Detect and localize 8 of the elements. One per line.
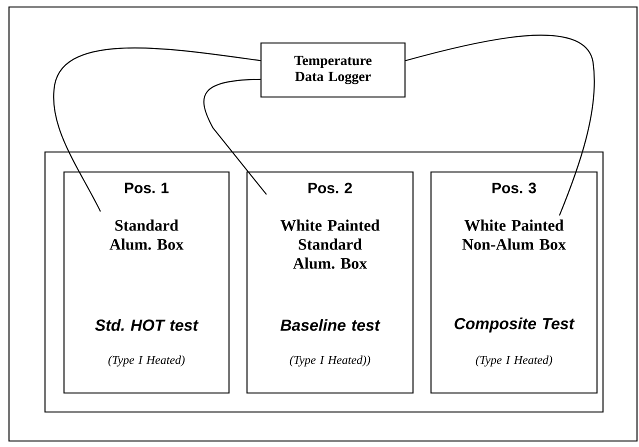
sensor-wire <box>405 34 595 216</box>
sensor-wire <box>53 48 261 212</box>
position-box: Pos. 2 White Painted Standard Alum. Box Baseline test (Type I Heated)) <box>246 171 414 394</box>
position-box: Pos. 3 White Painted Non-Alum Box Composite Test (Type I Heated) <box>430 171 598 394</box>
logger-box: Temperature Data Logger <box>260 42 406 98</box>
sensor-wire <box>203 78 267 195</box>
enclosure-box <box>44 151 604 413</box>
position-box: Pos. 1 Standard Alum. Box Std. HOT test (Type I Heated) <box>63 171 230 394</box>
